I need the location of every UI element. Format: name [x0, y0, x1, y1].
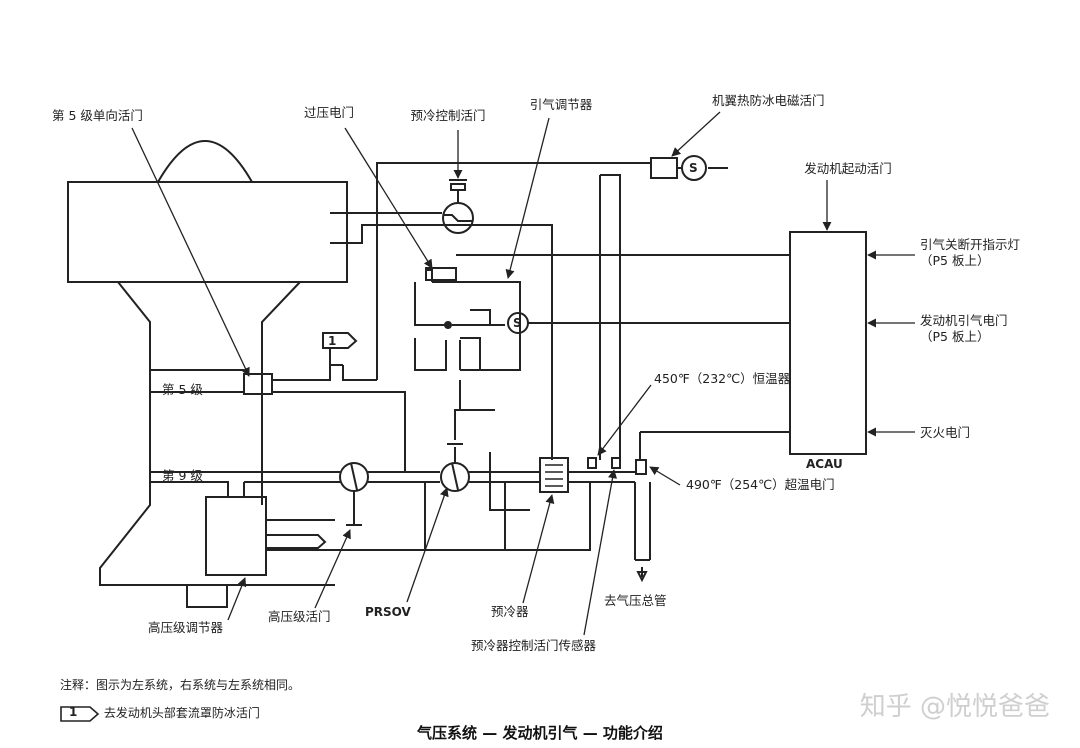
label-hp-valve: 高压级活门 [268, 609, 331, 624]
diagram-caption: 气压系统 — 发动机引气 — 功能介绍 [417, 724, 663, 742]
label-wing-anti-ice-valve: 机翼热防冰电磁活门 [712, 93, 825, 108]
label-bleed-off-light-loc: （P5 板上） [920, 253, 990, 268]
engine-outline [67, 140, 348, 608]
wing-solenoid-s-label: S [689, 161, 698, 175]
label-precool-control-valve: 预冷控制活门 [410, 108, 486, 123]
label-acau: ACAU [806, 457, 843, 471]
label-check-valve-5: 第 5 级单向活门 [52, 108, 143, 123]
label-thermostat-450: 450℉（232℃）恒温器 [654, 371, 791, 386]
wing-anti-ice-valve [650, 155, 707, 181]
check-valve-5 [243, 373, 273, 395]
label-stage-5: 第 5 级 [162, 382, 203, 397]
label-precooler: 预冷器 [491, 604, 529, 619]
acau-box [789, 231, 867, 455]
solenoid-s-label: S [513, 316, 522, 330]
label-stage-9: 第 9 级 [162, 468, 203, 483]
note-line: 注释：图示为左系统，右系统与左系统相同。 [60, 678, 301, 692]
label-bleed-regulator: 引气调节器 [529, 97, 593, 112]
label-precool-sensor: 预冷器控制活门传感器 [471, 638, 597, 653]
label-to-manifold: 去气压总管 [604, 593, 667, 608]
label-hp-regulator: 高压级调节器 [148, 620, 224, 635]
watermark: 知乎 @悦悦爸爸 [859, 692, 1050, 722]
flag-note: 1 去发动机头部套流罩防冰活门 [60, 704, 260, 723]
hp-regulator [205, 496, 335, 576]
prsov-valve [440, 380, 495, 492]
hp-valve [339, 462, 369, 526]
label-overtemp-490: 490℉（254℃）超温电门 [686, 477, 835, 492]
flag-note-text: 去发动机头部套流罩防冰活门 [103, 706, 260, 720]
label-engine-bleed-switch: 发动机引气电门 [920, 313, 1008, 328]
flag-1-label: 1 [328, 334, 337, 348]
label-prsov: PRSOV [365, 605, 411, 619]
flag-1-icon [60, 705, 100, 722]
label-bleed-off-light: 引气关断开指示灯 [920, 237, 1021, 252]
flag-note-number: 1 [69, 705, 78, 719]
label-overpressure-switch: 过压电门 [303, 105, 355, 120]
label-fire-switch: 灭火电门 [920, 425, 971, 440]
precooler-box [539, 457, 569, 493]
precool-control-valve [442, 179, 474, 234]
label-engine-start-valve: 发动机起动活门 [804, 161, 892, 176]
label-engine-bleed-switch-loc: （P5 板上） [920, 329, 990, 344]
bleed-regulator-box [414, 267, 521, 371]
